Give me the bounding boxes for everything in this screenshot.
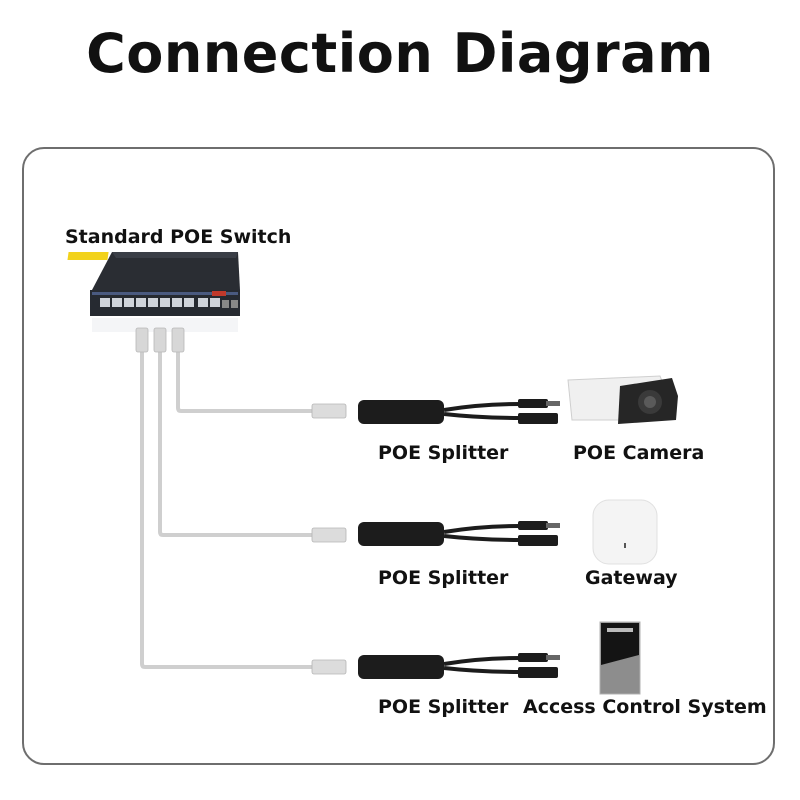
device-label-camera: POE Camera — [573, 442, 705, 464]
switch-label: Standard POE Switch — [65, 226, 292, 248]
diagram-frame — [22, 147, 775, 765]
poe-splitter-icon-2 — [358, 521, 560, 546]
splitter-label-2: POE Splitter — [378, 567, 509, 589]
poe-splitter-icon-3 — [358, 653, 560, 679]
device-label-gateway: Gateway — [585, 567, 678, 589]
cable-2 — [158, 350, 318, 537]
switch-plugs — [135, 327, 185, 353]
cables — [140, 350, 318, 669]
cable-3 — [140, 350, 318, 669]
cable-1 — [176, 350, 318, 413]
device-label-access-control: Access Control System — [523, 696, 767, 718]
camera-icon — [567, 375, 678, 424]
poe-switch-icon — [67, 252, 240, 332]
poe-splitter-icon-1 — [358, 399, 560, 424]
splitter-label-1: POE Splitter — [378, 442, 509, 464]
gateway-icon — [592, 499, 658, 565]
splitter-label-3: POE Splitter — [378, 696, 509, 718]
access-control-icon — [599, 621, 641, 695]
splitter-plugs — [311, 403, 347, 675]
page-title: Connection Diagram — [86, 22, 714, 85]
